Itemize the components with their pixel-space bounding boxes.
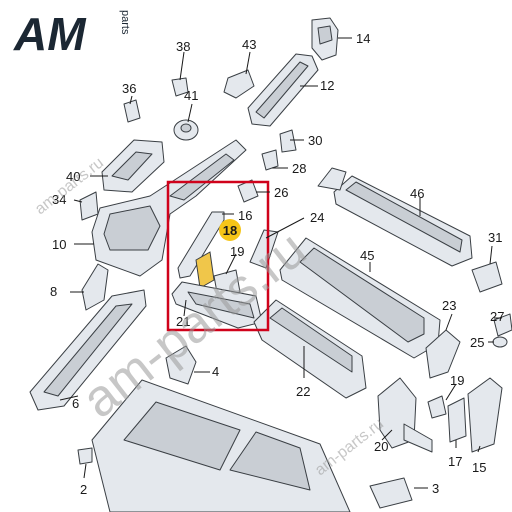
highlight-box (166, 180, 270, 332)
callout-2[interactable]: 2 (80, 482, 87, 497)
part-28 (261, 149, 279, 171)
highlight-badge[interactable]: 18 (219, 219, 241, 241)
part-38 (171, 77, 189, 97)
callout-43[interactable]: 43 (242, 37, 256, 52)
part-16 (177, 211, 225, 279)
callout-38[interactable]: 38 (176, 39, 190, 54)
callout-36[interactable]: 36 (122, 81, 136, 96)
callout-25[interactable]: 25 (470, 335, 484, 350)
part-4 (165, 345, 197, 385)
callout-14[interactable]: 14 (356, 31, 370, 46)
callout-12[interactable]: 12 (320, 78, 334, 93)
part-3 (369, 477, 413, 509)
callout-21[interactable]: 21 (176, 314, 190, 329)
part-34 (79, 191, 99, 221)
callout-19-upper[interactable]: 19 (230, 244, 244, 259)
callout-22[interactable]: 22 (296, 384, 310, 399)
callout-34[interactable]: 34 (52, 192, 66, 207)
part-19-right (427, 395, 447, 419)
badge-number: 18 (223, 223, 237, 238)
leader-lines (59, 37, 502, 489)
part-43 (223, 69, 255, 99)
callout-numbers: 14 12 43 38 36 41 30 28 40 34 10 26 16 2… (50, 31, 504, 497)
part-36 (123, 99, 141, 123)
callout-6[interactable]: 6 (72, 396, 79, 411)
part-18 (195, 251, 215, 289)
callout-45[interactable]: 45 (360, 248, 374, 263)
part-30 (279, 129, 297, 153)
callout-23[interactable]: 23 (442, 298, 456, 313)
part-15 (467, 377, 503, 453)
callout-30[interactable]: 30 (308, 133, 322, 148)
callout-26[interactable]: 26 (274, 185, 288, 200)
part-25 (492, 336, 508, 348)
part-8 (81, 263, 109, 311)
callout-20[interactable]: 20 (374, 439, 388, 454)
part-27 (493, 313, 512, 337)
callout-10[interactable]: 10 (52, 237, 66, 252)
part-2 (77, 447, 93, 465)
logo-text: AM (13, 8, 87, 60)
callout-19-lower[interactable]: 19 (450, 373, 464, 388)
callout-16[interactable]: 16 (238, 208, 252, 223)
callout-4[interactable]: 4 (212, 364, 219, 379)
part-23 (425, 329, 461, 379)
part-17 (447, 397, 467, 443)
callout-46[interactable]: 46 (410, 186, 424, 201)
callout-3[interactable]: 3 (432, 481, 439, 496)
logo-side-text: parts (119, 10, 131, 35)
am-parts-logo: AM parts (13, 8, 131, 60)
callout-8[interactable]: 8 (50, 284, 57, 299)
part-31 (471, 261, 503, 293)
callout-31[interactable]: 31 (488, 230, 502, 245)
callout-24[interactable]: 24 (310, 210, 324, 225)
callout-40[interactable]: 40 (66, 169, 80, 184)
callout-28[interactable]: 28 (292, 161, 306, 176)
callout-15[interactable]: 15 (472, 460, 486, 475)
part-26 (237, 179, 259, 203)
callout-17[interactable]: 17 (448, 454, 462, 469)
callout-27[interactable]: 27 (490, 309, 504, 324)
callout-41[interactable]: 41 (184, 88, 198, 103)
